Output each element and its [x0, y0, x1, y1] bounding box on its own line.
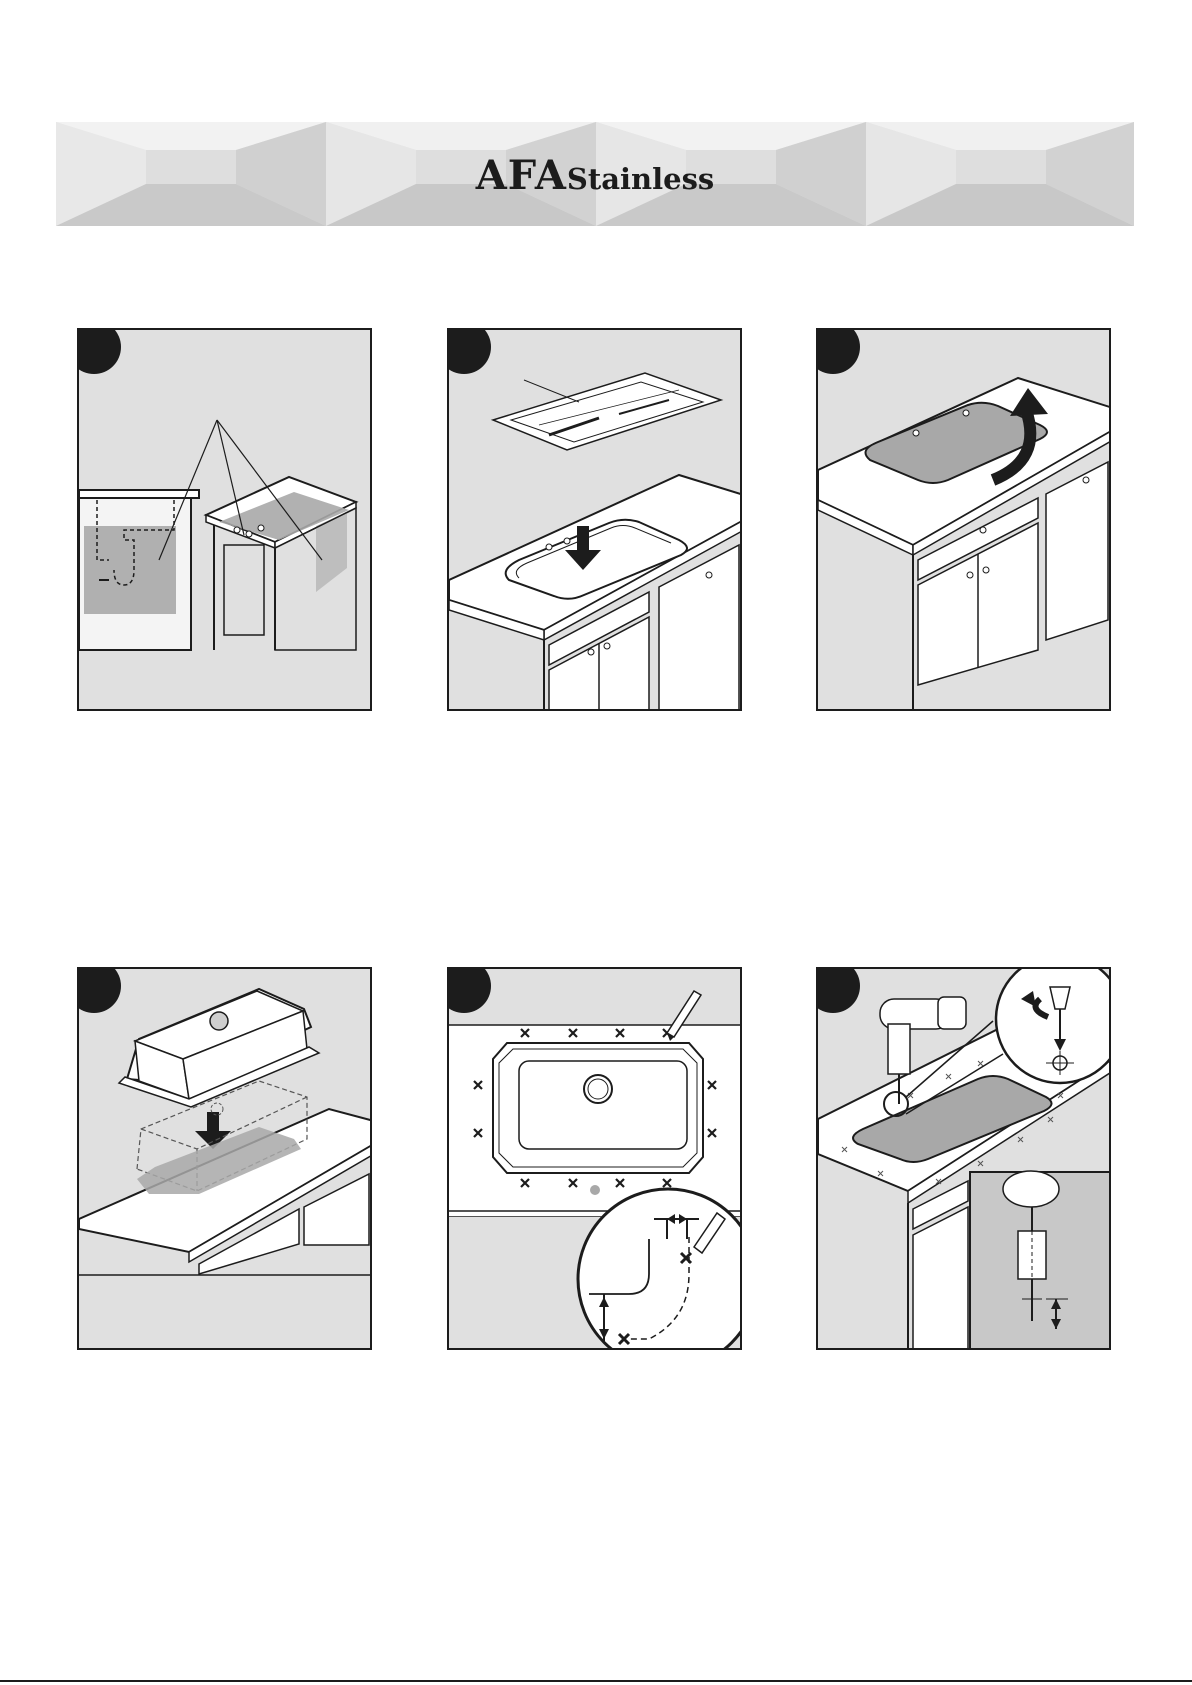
step-3-illustration	[818, 330, 1111, 711]
brand-secondary: Stainless	[567, 162, 714, 196]
step-panel-4	[77, 967, 372, 1350]
step-2-illustration	[449, 330, 742, 711]
brand-primary: AFA	[476, 152, 567, 199]
step-panel-5	[447, 967, 742, 1350]
step-panel-1	[77, 328, 372, 711]
brand-logo: AFAStainless	[56, 152, 1134, 199]
step-6-illustration	[818, 969, 1111, 1350]
step-5-illustration	[449, 969, 742, 1350]
header-banner: AFAStainless	[56, 122, 1134, 226]
step-panel-6	[816, 967, 1111, 1350]
footer-rule	[0, 1680, 1192, 1682]
step-1-illustration	[79, 330, 372, 711]
step-panel-2	[447, 328, 742, 711]
step-panel-3	[816, 328, 1111, 711]
step-4-illustration	[79, 969, 372, 1350]
